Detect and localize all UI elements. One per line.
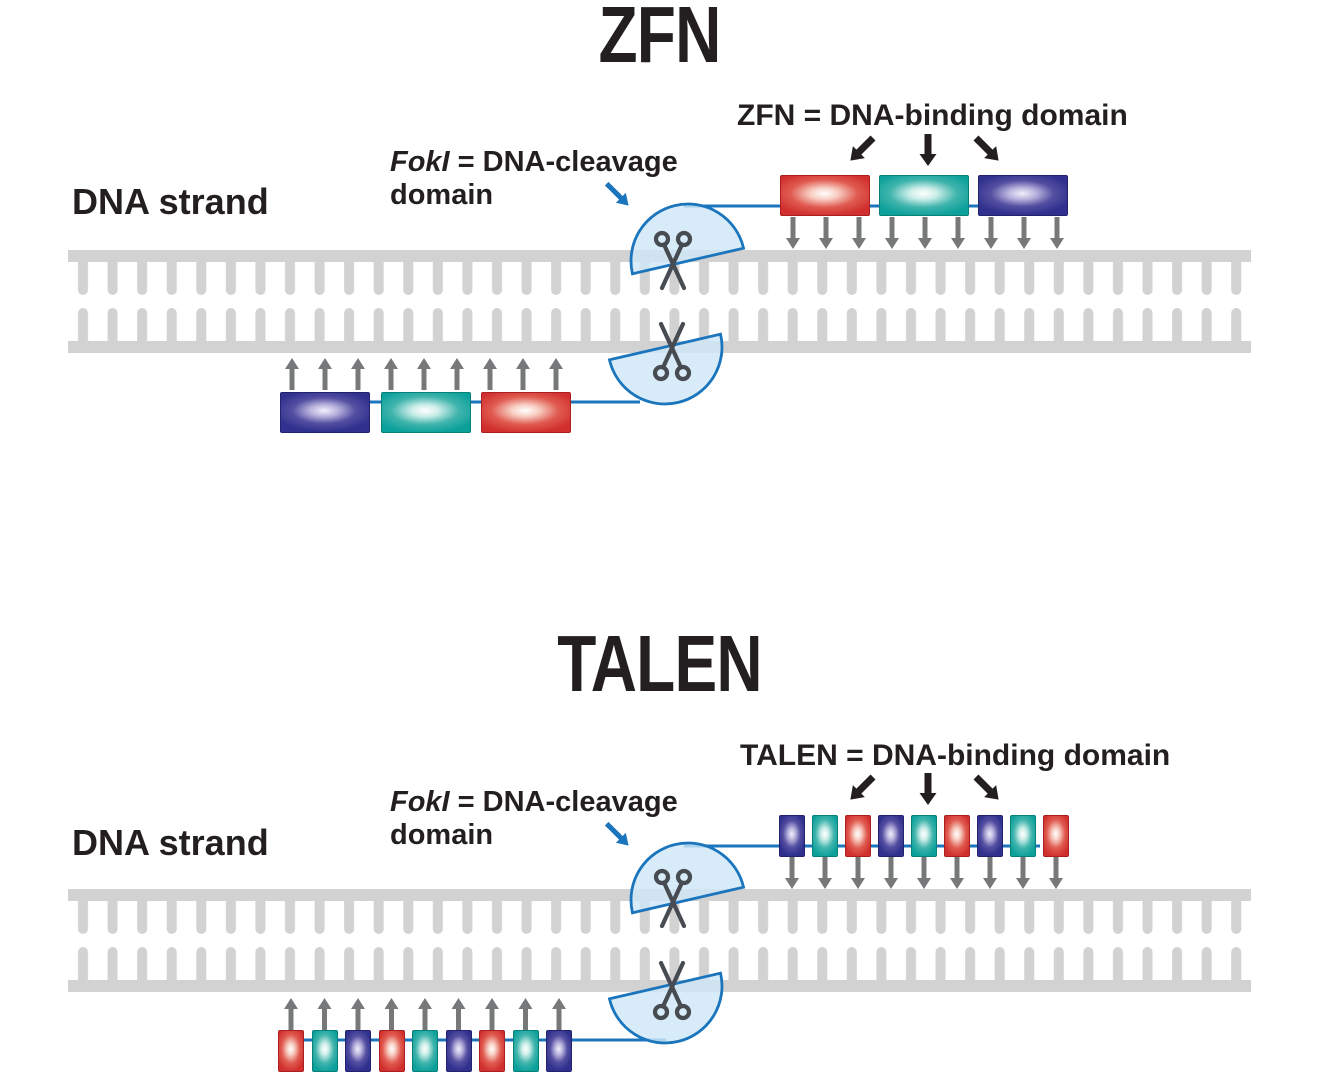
red-binding-domain-box <box>278 1030 304 1072</box>
arrow-down-left-icon <box>844 770 880 806</box>
arrow-down-icon <box>919 134 937 166</box>
blue-binding-domain-box <box>345 1030 371 1072</box>
dna-contact-arrow-icon <box>351 998 365 1030</box>
talen-dna-ladder <box>68 889 1251 992</box>
dna-contact-arrow-icon <box>351 358 365 390</box>
zfn-binding-label-arrows <box>844 131 1005 167</box>
arrow-down-right-icon <box>969 131 1005 167</box>
cleavage-label-text: = DNA-cleavage domain <box>390 786 678 851</box>
zfn-top-contact-arrows <box>786 217 1064 249</box>
blue-binding-domain-box <box>779 815 805 857</box>
dna-contact-arrow-icon <box>918 217 932 249</box>
dna-contact-arrow-icon <box>819 217 833 249</box>
dna-contact-arrow-icon <box>451 998 466 1030</box>
blue-binding-domain-box <box>878 815 904 857</box>
red-binding-domain-box <box>845 815 871 857</box>
talen-dna-strand-label: DNA strand <box>72 822 269 863</box>
dna-contact-arrow-icon <box>885 217 899 249</box>
talen-bottom-contact-arrows <box>284 998 566 1030</box>
zfn-bottom-binding-domains <box>280 392 571 433</box>
red-binding-domain-box <box>944 815 970 857</box>
fokl-enzyme-name: FokI <box>390 786 450 818</box>
talen-bottom-binding-domains <box>278 1030 572 1072</box>
teal-binding-domain-box <box>311 1030 338 1072</box>
arrow-down-icon <box>919 773 937 805</box>
dna-contact-arrow-icon <box>384 358 398 390</box>
red-binding-domain-box <box>780 175 870 216</box>
dna-contact-arrow-icon <box>950 857 964 889</box>
dna-contact-arrow-icon <box>1050 217 1064 249</box>
blue-binding-domain-box <box>978 175 1068 216</box>
zfn-bottom-contact-arrows <box>285 358 563 390</box>
blue-binding-domain-box <box>280 392 370 433</box>
dna-contact-arrow-icon <box>450 358 464 390</box>
dna-contact-arrow-icon <box>285 358 299 390</box>
blue-binding-domain-box <box>977 815 1003 857</box>
fokl-enzyme-name: FokI <box>390 146 450 178</box>
dna-contact-arrow-icon <box>983 857 997 889</box>
teal-binding-domain-box <box>879 175 969 216</box>
talen-cleavage-domain-label: FokI = DNA-cleavage domain <box>390 786 708 852</box>
teal-binding-domain-box <box>812 815 838 857</box>
talen-binding-domain-label: TALEN = DNA-binding domain <box>740 739 1171 772</box>
dna-contact-arrow-icon <box>483 358 497 390</box>
dna-contact-arrow-icon <box>284 998 298 1030</box>
dna-contact-arrow-icon <box>917 857 931 889</box>
blue-binding-domain-box <box>445 1030 472 1072</box>
zfn-binding-domain-label: ZFN = DNA-binding domain <box>737 99 1128 132</box>
dna-contact-arrow-icon <box>951 217 965 249</box>
dna-contact-arrow-icon <box>984 217 998 249</box>
red-binding-domain-box <box>1043 815 1069 857</box>
red-binding-domain-box <box>378 1030 405 1072</box>
talen-top-binding-domains <box>779 815 1069 857</box>
teal-binding-domain-box <box>1010 815 1036 857</box>
red-binding-domain-box <box>479 1030 505 1072</box>
dna-contact-arrow-icon <box>1017 217 1031 249</box>
dna-contact-arrow-icon <box>785 857 799 889</box>
dna-contact-arrow-icon <box>851 857 865 889</box>
dna-contact-arrow-icon <box>786 217 800 249</box>
talen-top-contact-arrows <box>785 857 1063 889</box>
teal-binding-domain-box <box>911 815 937 857</box>
arrow-down-left-icon <box>844 131 880 167</box>
teal-binding-domain-box <box>512 1030 539 1072</box>
dna-contact-arrow-icon <box>485 998 499 1030</box>
talen-title: TALEN <box>557 619 762 708</box>
dna-contact-arrow-icon <box>516 358 530 390</box>
dna-contact-arrow-icon <box>818 857 832 889</box>
dna-contact-arrow-icon <box>852 217 866 249</box>
dna-contact-arrow-icon <box>317 998 332 1030</box>
dna-contact-arrow-icon <box>384 998 399 1030</box>
red-binding-domain-box <box>481 392 571 433</box>
cleavage-label-text: = DNA-cleavage domain <box>390 146 678 211</box>
arrow-down-right-icon <box>969 770 1005 806</box>
dna-contact-arrow-icon <box>318 358 332 390</box>
teal-binding-domain-box <box>412 1030 438 1072</box>
talen-binding-label-arrows <box>844 770 1005 806</box>
dna-contact-arrow-icon <box>884 857 898 889</box>
blue-binding-domain-box <box>546 1030 572 1072</box>
dna-contact-arrow-icon <box>418 998 432 1030</box>
dna-contact-arrow-icon <box>417 358 431 390</box>
zfn-cleavage-domain-label: FokI = DNA-cleavage domain <box>390 146 708 212</box>
dna-contact-arrow-icon <box>1016 857 1030 889</box>
dna-contact-arrow-icon <box>518 998 533 1030</box>
dna-contact-arrow-icon <box>549 358 563 390</box>
dna-contact-arrow-icon <box>1049 857 1063 889</box>
zfn-title: ZFN <box>598 0 721 79</box>
zfn-top-binding-domains <box>780 175 1068 216</box>
dna-contact-arrow-icon <box>552 998 566 1030</box>
teal-binding-domain-box <box>380 392 471 433</box>
zfn-dna-strand-label: DNA strand <box>72 181 269 222</box>
